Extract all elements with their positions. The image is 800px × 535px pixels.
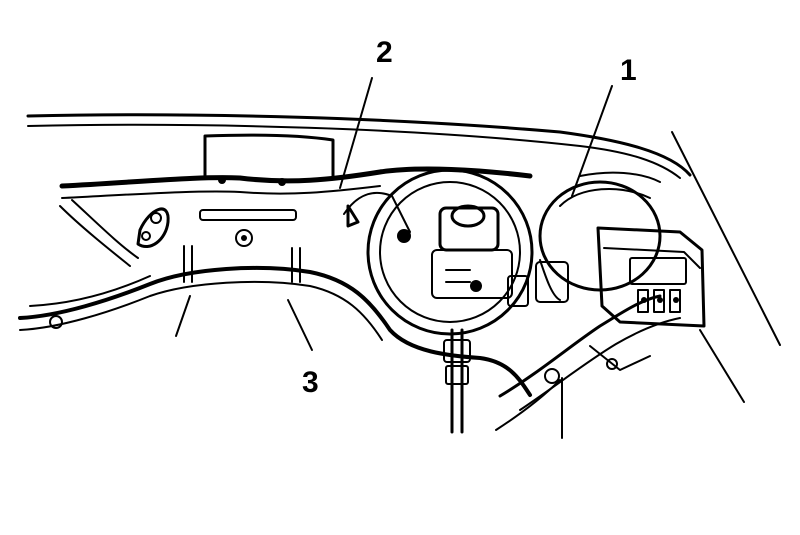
- callout-label-2: 2: [376, 36, 393, 69]
- hood-edge: [26, 113, 781, 346]
- firewall-panel: [59, 133, 533, 267]
- lower-harness: [18, 245, 532, 397]
- brake-booster: [343, 168, 534, 336]
- callout-label-1: 1: [620, 54, 637, 87]
- brake-pipes: [443, 328, 471, 434]
- relay-box: [596, 226, 745, 403]
- lower-loom: [495, 294, 681, 439]
- callout-label-3: 3: [302, 366, 319, 399]
- master-cylinder: [431, 204, 513, 299]
- callout-leaders: [339, 77, 613, 197]
